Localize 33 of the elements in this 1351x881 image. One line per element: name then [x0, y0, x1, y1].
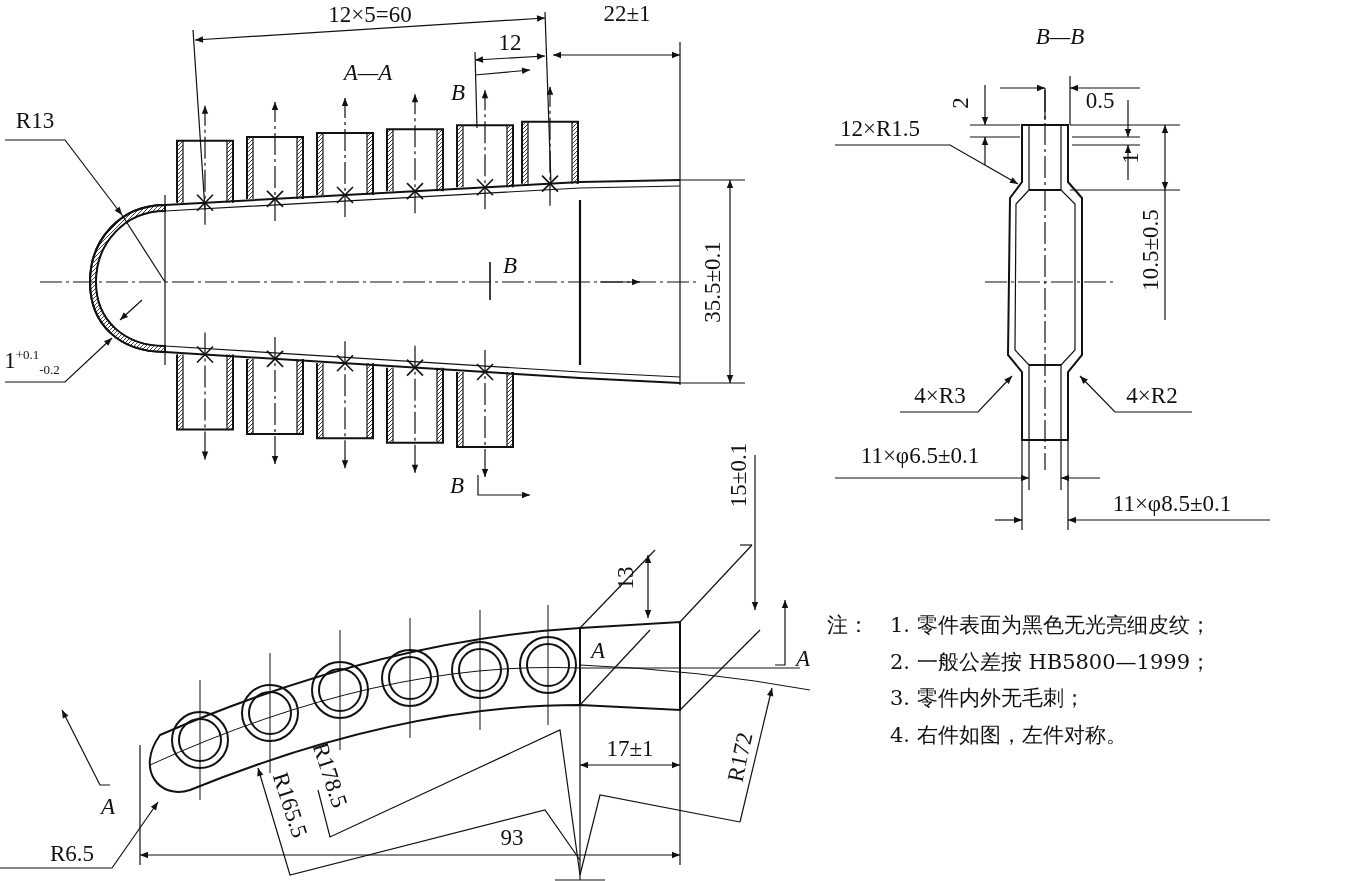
radius-label: 4×R2 [1126, 383, 1178, 407]
section-label: B [449, 473, 465, 497]
dimension-label: 22±1 [603, 1, 651, 25]
dimension-label: 2 [948, 97, 972, 109]
section-label: B [502, 253, 518, 277]
dimension-label: 15±0.1 [726, 442, 750, 508]
dimension-label: 93 [500, 825, 524, 849]
section-label: A [795, 646, 811, 670]
diameter-label: 11×φ8.5±0.1 [1112, 491, 1232, 515]
diameter-label: 11×φ6.5±0.1 [860, 443, 980, 467]
dimension-label: 17±1 [606, 736, 654, 760]
note: 2. 一般公差按 HB5800—1999； [890, 651, 1212, 673]
dimension-label: 12×5=60 [328, 2, 412, 26]
section-label: A [590, 638, 606, 662]
section-label: B [450, 80, 466, 104]
note-heading: 注： [827, 614, 869, 636]
section-label: A—A [343, 60, 393, 84]
section-label: B—B [1035, 24, 1085, 48]
radius-label: R13 [15, 108, 55, 132]
radius-label: R6.5 [49, 841, 95, 865]
dimension-label: 1 [1118, 152, 1142, 164]
radius-label: 12×R1.5 [839, 116, 921, 140]
note: 4. 右件如图，左件对称。 [890, 724, 1127, 746]
dimension-label: 0.5 [1085, 88, 1115, 112]
section-label: A [100, 794, 116, 818]
note: 1. 零件表面为黑色无光亮细皮纹； [890, 614, 1211, 636]
dimension-label: 10.5±0.5 [1138, 209, 1162, 291]
dimension-label: 35.5±0.1 [700, 241, 724, 323]
radius-label: 4×R3 [914, 383, 966, 407]
note: 3. 零件内外无毛刺； [890, 687, 1085, 709]
dimension-label: 13 [613, 566, 637, 590]
dimension-label: 12 [498, 30, 522, 54]
radius-label: R172 [723, 730, 757, 784]
